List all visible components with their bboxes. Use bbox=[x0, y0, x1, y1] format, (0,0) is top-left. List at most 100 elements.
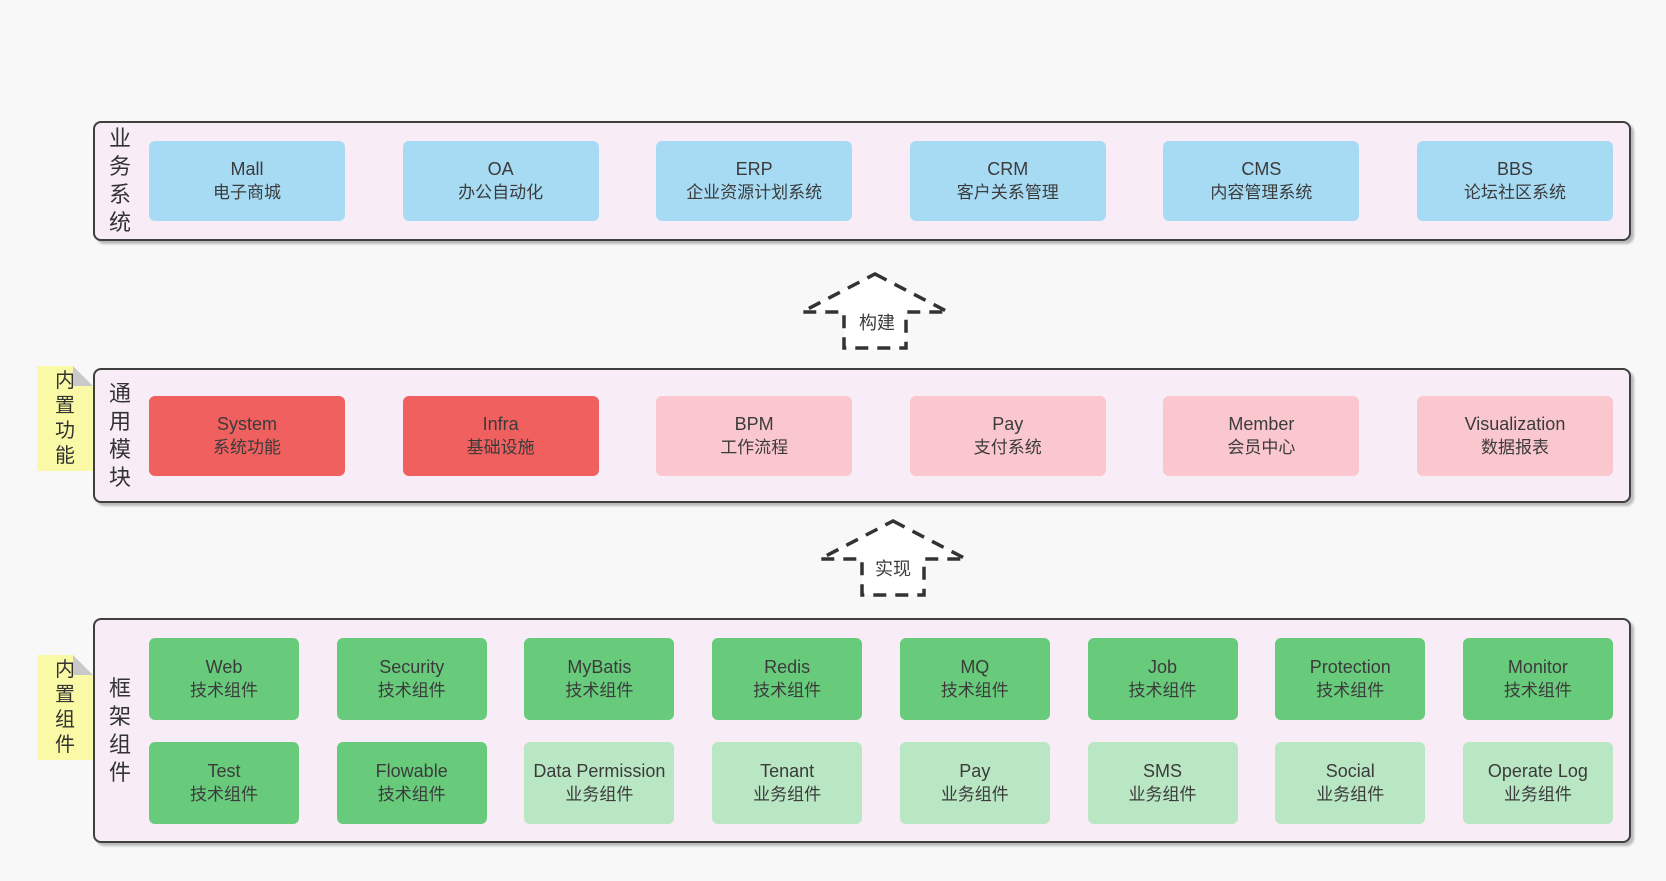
box-title: Member bbox=[1228, 413, 1295, 434]
layer-modules-side-label: 通用模块 bbox=[108, 380, 131, 490]
box-title: Data Permission bbox=[533, 760, 666, 781]
box-subtitle: 会员中心 bbox=[1227, 437, 1296, 457]
box-bpm: BPM 工作流程 bbox=[656, 395, 853, 476]
note-built-in-features: 内置功能 bbox=[37, 366, 93, 471]
box-subtitle: 系统功能 bbox=[213, 437, 281, 457]
box-bbs: BBS 论坛社区系统 bbox=[1416, 141, 1613, 221]
box-title: OA bbox=[487, 159, 514, 179]
box-security: Security 技术组件 bbox=[336, 637, 487, 720]
box-title: Redis bbox=[764, 656, 811, 677]
box-subtitle: 工作流程 bbox=[720, 437, 789, 457]
box-system: System 系统功能 bbox=[149, 395, 345, 476]
box-mall: Mall 电子商城 bbox=[149, 141, 345, 221]
box-subtitle: 业务组件 bbox=[940, 784, 1009, 804]
box-tenant: Tenant 业务组件 bbox=[712, 741, 863, 824]
box-redis: Redis 技术组件 bbox=[712, 637, 863, 720]
box-title: BBS bbox=[1496, 159, 1533, 179]
box-test: Test 技术组件 bbox=[149, 741, 299, 824]
note-folded-corner-icon bbox=[73, 655, 93, 675]
box-web: Web 技术组件 bbox=[149, 637, 299, 720]
box-subtitle: 数据报表 bbox=[1480, 437, 1549, 457]
box-subtitle: 业务组件 bbox=[1316, 784, 1385, 804]
box-title: SMS bbox=[1143, 760, 1183, 781]
box-title: Tenant bbox=[760, 760, 815, 781]
box-subtitle: 技术组件 bbox=[753, 680, 822, 700]
note-built-in-features-label: 内置功能 bbox=[55, 369, 75, 467]
box-social: Social 业务组件 bbox=[1275, 741, 1426, 824]
box-flowable: Flowable 技术组件 bbox=[336, 741, 487, 824]
box-subtitle: 技术组件 bbox=[940, 680, 1009, 700]
note-folded-corner-icon bbox=[73, 366, 93, 386]
box-title: Test bbox=[207, 760, 241, 781]
box-subtitle: 业务组件 bbox=[1128, 784, 1197, 804]
box-member: Member 会员中心 bbox=[1163, 395, 1360, 476]
box-title: Protection bbox=[1309, 656, 1391, 677]
box-subtitle: 电子商城 bbox=[213, 183, 281, 202]
box-title: BPM bbox=[734, 413, 774, 434]
box-erp: ERP 企业资源计划系统 bbox=[656, 141, 853, 221]
box-subtitle: 技术组件 bbox=[377, 784, 446, 804]
box-subtitle: 业务组件 bbox=[753, 784, 822, 804]
box-job: Job 技术组件 bbox=[1087, 637, 1238, 720]
box-subtitle: 技术组件 bbox=[190, 680, 258, 700]
implement-arrow-label: 实现 bbox=[872, 554, 914, 582]
box-pay: Pay 业务组件 bbox=[899, 741, 1050, 824]
box-infra: Infra 基础设施 bbox=[402, 395, 599, 476]
box-title: Pay bbox=[959, 760, 991, 781]
modules-boxes-row: System 系统功能 Infra 基础设施 BPM 工作流程 Pay 支付系统 Member 会… bbox=[149, 395, 1613, 476]
box-operate-log: Operate Log 业务组件 bbox=[1462, 741, 1613, 824]
box-title: System bbox=[216, 413, 277, 434]
box-subtitle: 论坛社区系统 bbox=[1463, 183, 1566, 202]
box-sms: SMS 业务组件 bbox=[1087, 741, 1238, 824]
note-built-in-components-label: 内置组件 bbox=[55, 658, 75, 756]
box-subtitle: 技术组件 bbox=[190, 784, 258, 804]
box-title: Job bbox=[1148, 656, 1178, 677]
box-cms: CMS 内容管理系统 bbox=[1163, 141, 1360, 221]
layer-common-modules: 通用模块 System 系统功能 Infra 基础设施 BPM 工作流程 Pay 支付系统 Me… bbox=[93, 368, 1631, 503]
box-title: Pay bbox=[992, 413, 1024, 434]
box-subtitle: 支付系统 bbox=[973, 437, 1042, 457]
box-title: Social bbox=[1325, 760, 1375, 781]
box-data-permission: Data Permission 业务组件 bbox=[524, 741, 675, 824]
box-mq: MQ 技术组件 bbox=[899, 637, 1050, 720]
box-title: Mall bbox=[230, 159, 264, 179]
build-arrow-label: 构建 bbox=[856, 308, 898, 336]
modules-rows: System 系统功能 Infra 基础设施 BPM 工作流程 Pay 支付系统 Member 会… bbox=[149, 395, 1613, 476]
box-protection: Protection 技术组件 bbox=[1275, 637, 1426, 720]
box-subtitle: 业务组件 bbox=[565, 784, 634, 804]
box-title: Infra bbox=[482, 413, 519, 434]
box-subtitle: 客户关系管理 bbox=[956, 183, 1059, 202]
box-title: Flowable bbox=[375, 760, 448, 781]
box-subtitle: 内容管理系统 bbox=[1210, 183, 1313, 202]
layer-components-side-label: 框架组件 bbox=[108, 675, 131, 785]
box-subtitle: 基础设施 bbox=[466, 437, 535, 457]
box-title: Monitor bbox=[1507, 656, 1568, 677]
box-subtitle: 技术组件 bbox=[377, 680, 446, 700]
box-title: Operate Log bbox=[1487, 760, 1588, 781]
note-built-in-components: 内置组件 bbox=[37, 655, 93, 760]
box-subtitle: 技术组件 bbox=[1316, 680, 1385, 700]
box-subtitle: 技术组件 bbox=[565, 680, 634, 700]
box-title: Web bbox=[205, 656, 243, 677]
box-subtitle: 业务组件 bbox=[1503, 784, 1572, 804]
box-title: MQ bbox=[960, 656, 990, 677]
box-subtitle: 技术组件 bbox=[1128, 680, 1197, 700]
box-title: CMS bbox=[1241, 159, 1282, 179]
layer-business-side-label: 业务系统 bbox=[108, 126, 131, 235]
box-subtitle: 企业资源计划系统 bbox=[686, 183, 823, 202]
box-pay: Pay 支付系统 bbox=[909, 395, 1106, 476]
box-title: Security bbox=[379, 656, 445, 677]
box-title: ERP bbox=[735, 159, 773, 179]
